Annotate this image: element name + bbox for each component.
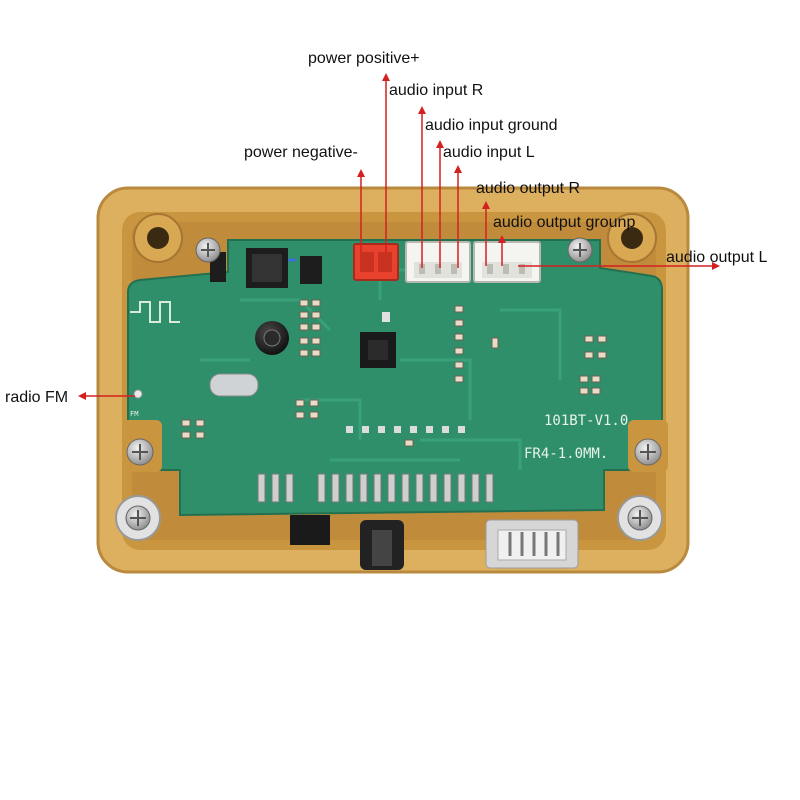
audio-output-connector	[473, 241, 541, 283]
board-spec-text: FR4-1.0MM.	[524, 446, 608, 462]
label-power-negative: power negative-	[244, 144, 358, 161]
label-power-positive: power positive+	[308, 50, 420, 67]
callout-arrows	[78, 73, 720, 400]
pcb-components	[181, 248, 607, 503]
label-audio-input-r: audio input R	[389, 82, 484, 99]
label-audio-output-l: audio output L	[666, 249, 768, 266]
label-radio-fm: radio FM	[5, 389, 69, 406]
label-audio-input-l: audio input L	[443, 144, 535, 161]
board-model-text: 101BT-V1.0	[544, 413, 628, 429]
label-audio-output-ground: audio output grounp	[493, 214, 636, 231]
label-audio-output-r: audio output R	[476, 180, 581, 197]
svg-text:FM: FM	[130, 410, 138, 418]
label-audio-input-ground: audio input ground	[425, 117, 558, 134]
bottom-connectors	[290, 515, 579, 570]
mounting-screws	[115, 237, 663, 541]
power-connector	[353, 243, 399, 281]
audio-input-connector	[405, 241, 471, 283]
